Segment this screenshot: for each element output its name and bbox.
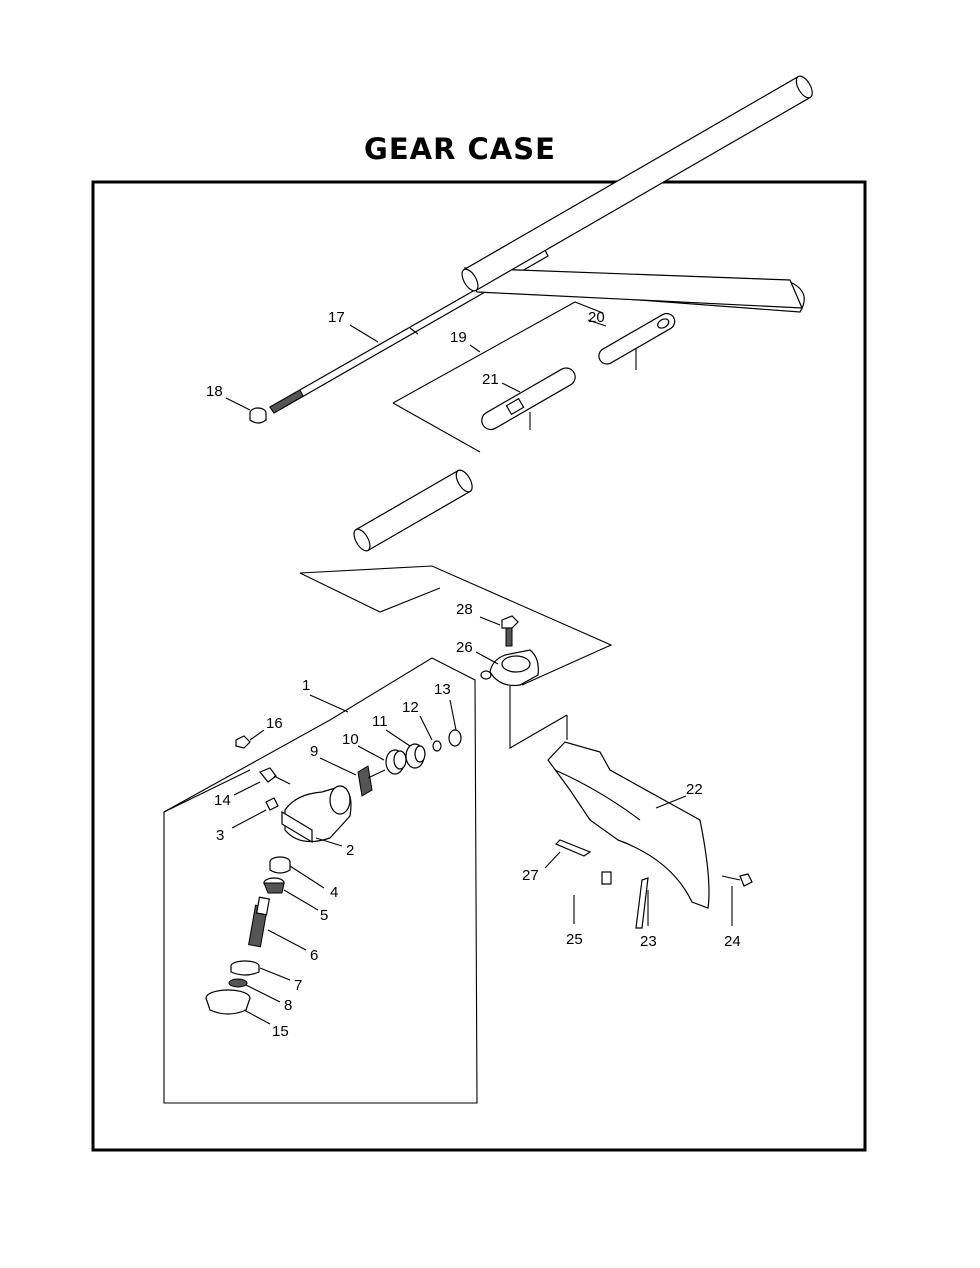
screw-3 (265, 797, 279, 811)
bevel-gear-5 (263, 877, 285, 894)
tube-bracket-outline (392, 301, 604, 404)
tube-clamp (480, 649, 539, 687)
snap-ring-small (432, 740, 442, 752)
outer-tube-lower-rot (353, 469, 473, 552)
part-label-14: 14 (214, 792, 231, 809)
shaft-bushing (249, 407, 267, 424)
bearing-1 (385, 749, 407, 775)
snap-ring-large (448, 729, 462, 747)
bolt-24 (721, 873, 753, 887)
washer-7 (230, 960, 260, 976)
part-label-10: 10 (342, 731, 359, 748)
part-label-16: 16 (266, 715, 283, 732)
part-label-4: 4 (330, 884, 338, 901)
part-label-20: 20 (588, 309, 605, 326)
cover-15 (205, 989, 251, 1015)
bracket-27 (554, 839, 592, 857)
shaft-box-outline (299, 565, 613, 686)
bolt-14 (259, 767, 291, 785)
part-label-2: 2 (346, 842, 354, 859)
part-label-28: 28 (456, 601, 473, 618)
blade-23 (635, 877, 649, 929)
part-label-5: 5 (320, 907, 328, 924)
part-label-19: 19 (450, 329, 467, 346)
outer-tube-upper-rot (461, 75, 813, 292)
tube-clamp-plate-upper (598, 312, 676, 365)
output-shaft-6 (248, 896, 271, 948)
part-label-23: 23 (640, 933, 657, 950)
part-label-6: 6 (310, 947, 318, 964)
part-label-15: 15 (272, 1023, 289, 1040)
clamp-bolt (501, 615, 519, 647)
part-label-9: 9 (310, 743, 318, 760)
tube-clamp-plate-lower (481, 367, 576, 431)
part-label-12: 12 (402, 699, 419, 716)
part-label-13: 13 (434, 681, 451, 698)
diagram-frame (91, 180, 867, 1152)
spacer-25 (601, 871, 612, 885)
part-label-17: 17 (328, 309, 345, 326)
guard-22 (547, 741, 710, 909)
part-label-3: 3 (216, 827, 224, 844)
gear-case-box-outline (163, 657, 478, 1104)
part-label-25: 25 (566, 931, 583, 948)
part-label-18: 18 (206, 383, 223, 400)
nut-8 (228, 978, 248, 988)
spacer-4 (269, 856, 291, 874)
gear-case-body (281, 785, 352, 844)
bolt-16 (235, 735, 251, 749)
part-labels: 1 2 3 4 5 6 7 8 9 10 11 12 13 14 15 16 1… (206, 309, 741, 1040)
page-title: GEAR CASE (364, 132, 556, 166)
part-label-22: 22 (686, 781, 703, 798)
outer-tube-upper (464, 267, 805, 313)
leader-lines (225, 319, 733, 1025)
part-label-21: 21 (482, 371, 499, 388)
gear-shaft-pinion (357, 765, 386, 797)
part-label-27: 27 (522, 867, 539, 884)
bearing-2 (405, 743, 426, 769)
part-label-11: 11 (372, 713, 388, 730)
part-label-7: 7 (294, 977, 302, 994)
part-label-8: 8 (284, 997, 292, 1014)
part-label-26: 26 (456, 639, 473, 656)
part-label-1: 1 (302, 677, 310, 694)
part-label-24: 24 (724, 933, 741, 950)
